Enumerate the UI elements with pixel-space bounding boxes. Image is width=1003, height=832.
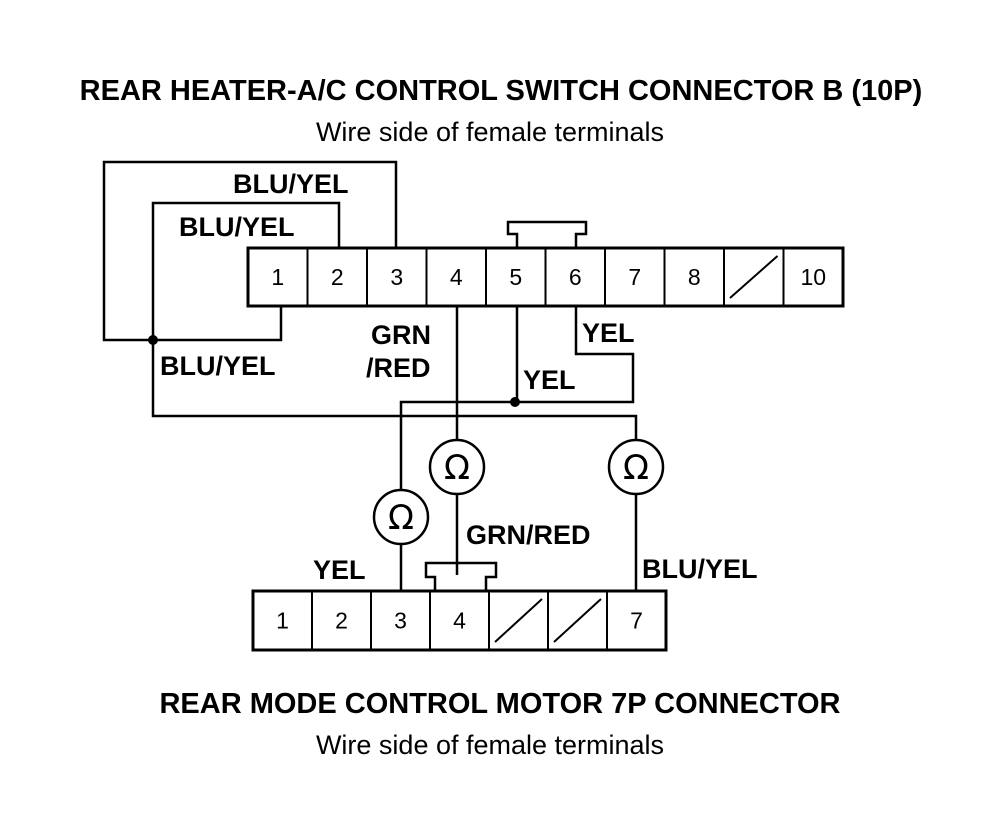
wire-b1-to-junction <box>153 306 283 342</box>
connector-7p-jumper-tab <box>424 561 498 591</box>
connector-b-terminal-6: 6 <box>569 264 582 290</box>
connector-7p-terminal-7: 7 <box>630 608 643 634</box>
label-b6-yel: YEL <box>582 318 635 348</box>
ohmmeter-grn-red: Ω <box>428 438 486 496</box>
ohmmeter-blu-yel: Ω <box>607 438 665 496</box>
connector-7p-title: REAR MODE CONTROL MOTOR 7P CONNECTOR <box>159 688 840 720</box>
label-b1-blu-yel-lower: BLU/YEL <box>160 351 276 381</box>
connector-7p-terminal-4: 4 <box>453 608 466 634</box>
label-b4-red: /RED <box>366 353 431 383</box>
connector-7p: 1 2 3 4 7 <box>251 589 668 652</box>
label-b1-blu-yel: BLU/YEL <box>179 212 295 242</box>
ohm-symbol: Ω <box>623 448 649 488</box>
junction-dot-left <box>148 335 158 345</box>
connector-7p-terminal-2: 2 <box>335 608 348 634</box>
connector-b: 1 2 3 4 5 6 7 8 10 <box>246 246 845 308</box>
connector-b-subtitle: Wire side of female terminals <box>316 117 664 147</box>
ohm-symbol: Ω <box>444 448 470 488</box>
label-m4-grn-red: GRN/RED <box>466 520 591 550</box>
wire-b3-blu-yel <box>102 160 398 342</box>
connector-b-jumper-tab <box>506 220 588 248</box>
connector-7p-blank-cavity <box>494 598 543 643</box>
label-b5-yel: YEL <box>523 365 576 395</box>
label-b3-blu-yel: BLU/YEL <box>233 169 349 199</box>
ohm-symbol: Ω <box>388 498 414 538</box>
label-m3-yel: YEL <box>313 555 366 585</box>
connector-b-terminal-2: 2 <box>331 264 344 290</box>
connector-b-blank-cavity <box>729 255 779 299</box>
connector-7p-terminal-3: 3 <box>394 608 407 634</box>
label-b4-grn: GRN <box>371 320 431 350</box>
connector-b-terminal-7: 7 <box>628 264 641 290</box>
connector-b-terminal-4: 4 <box>450 264 463 290</box>
connector-7p-subtitle: Wire side of female terminals <box>316 730 664 760</box>
ohmmeter-yel: Ω <box>372 488 430 546</box>
connector-b-terminal-10: 10 <box>800 264 826 290</box>
wire-b6-yel <box>399 306 635 492</box>
junction-dot-yel <box>510 397 520 407</box>
label-m7-blu-yel: BLU/YEL <box>642 554 758 584</box>
connector-b-terminal-5: 5 <box>509 264 522 290</box>
connector-b-terminal-1: 1 <box>271 264 284 290</box>
connector-b-terminal-8: 8 <box>688 264 701 290</box>
connector-b-title: REAR HEATER-A/C CONTROL SWITCH CONNECTOR… <box>80 75 923 107</box>
connector-7p-housing <box>251 589 668 652</box>
connector-7p-terminal-1: 1 <box>276 608 289 634</box>
connector-b-terminal-3: 3 <box>390 264 403 290</box>
wire-b1-blu-yel-upper <box>151 201 638 452</box>
connector-7p-blank-cavity <box>553 598 602 643</box>
